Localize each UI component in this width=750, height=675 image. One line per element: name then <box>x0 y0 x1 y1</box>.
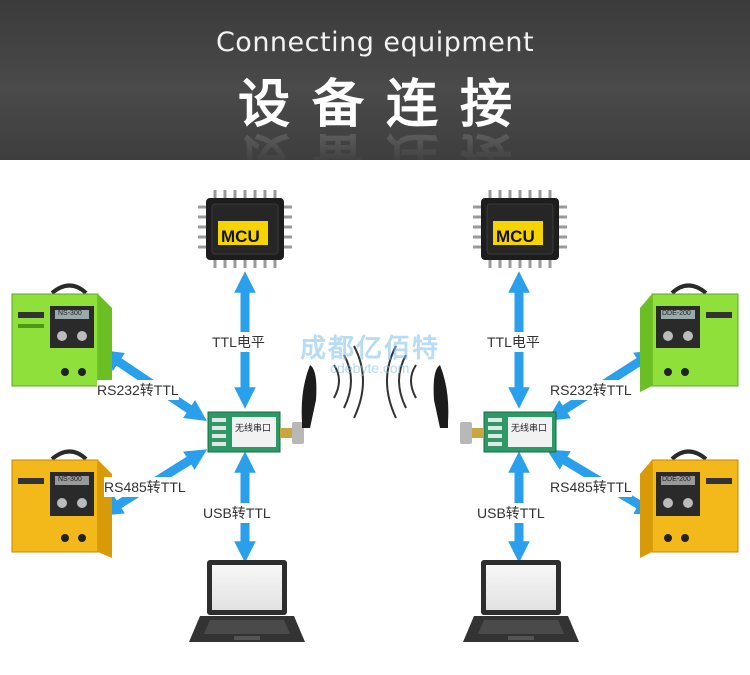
rs232-label-left: RS232转TTL <box>97 380 179 400</box>
title-english: Connecting equipment <box>215 27 535 58</box>
mcu-chip-left <box>198 190 292 268</box>
usb-label-left: USB转TTL <box>203 503 271 523</box>
laptop-right <box>463 560 579 642</box>
ttl-label-left: TTL电平 <box>212 332 265 352</box>
connection-diagram: MCU MCU 无线串口 无线串口 NS-300 NS-300 DDE-200 … <box>0 160 750 675</box>
mcu-chip-right <box>473 190 567 268</box>
watermark-logo: 成都亿佰特 <box>300 334 441 364</box>
watermark-url: cdebyte.com <box>330 360 410 376</box>
welder-rs232-left <box>11 283 112 392</box>
rs232-label-right: RS232转TTL <box>550 380 632 400</box>
rs485-label-right: RS485转TTL <box>550 477 632 497</box>
welder-badge-right-bottom: DDE-200 <box>662 476 691 483</box>
wireless-waves <box>333 345 417 419</box>
title-reflection: 设备连接 <box>237 126 534 160</box>
welder-rs485-right <box>640 449 739 558</box>
header-banner: Connecting equipment 设备连接 设备连接 <box>0 0 750 160</box>
wireless-module-left <box>207 411 304 453</box>
title-chinese: 设备连接 <box>237 75 534 135</box>
diagram-canvas <box>11 190 739 642</box>
wireless-module-right <box>460 411 557 453</box>
ttl-label-right: TTL电平 <box>487 332 540 352</box>
mcu-label-left: MCU <box>221 227 260 246</box>
welder-badge-left-top: NS-300 <box>58 310 82 317</box>
rs485-label-left: RS485转TTL <box>104 477 186 497</box>
laptop-left <box>189 560 305 642</box>
module-title-right: 无线串口 <box>511 423 548 433</box>
welder-rs232-right <box>640 283 739 392</box>
antenna-left <box>301 365 317 428</box>
module-title-left: 无线串口 <box>235 423 272 433</box>
welder-badge-right-top: DDE-200 <box>662 310 691 317</box>
welder-rs485-left <box>11 449 112 558</box>
welder-badge-left-bottom: NS-300 <box>58 476 82 483</box>
antenna-right <box>433 365 449 428</box>
mcu-label-right: MCU <box>496 227 535 246</box>
usb-label-right: USB转TTL <box>477 503 545 523</box>
